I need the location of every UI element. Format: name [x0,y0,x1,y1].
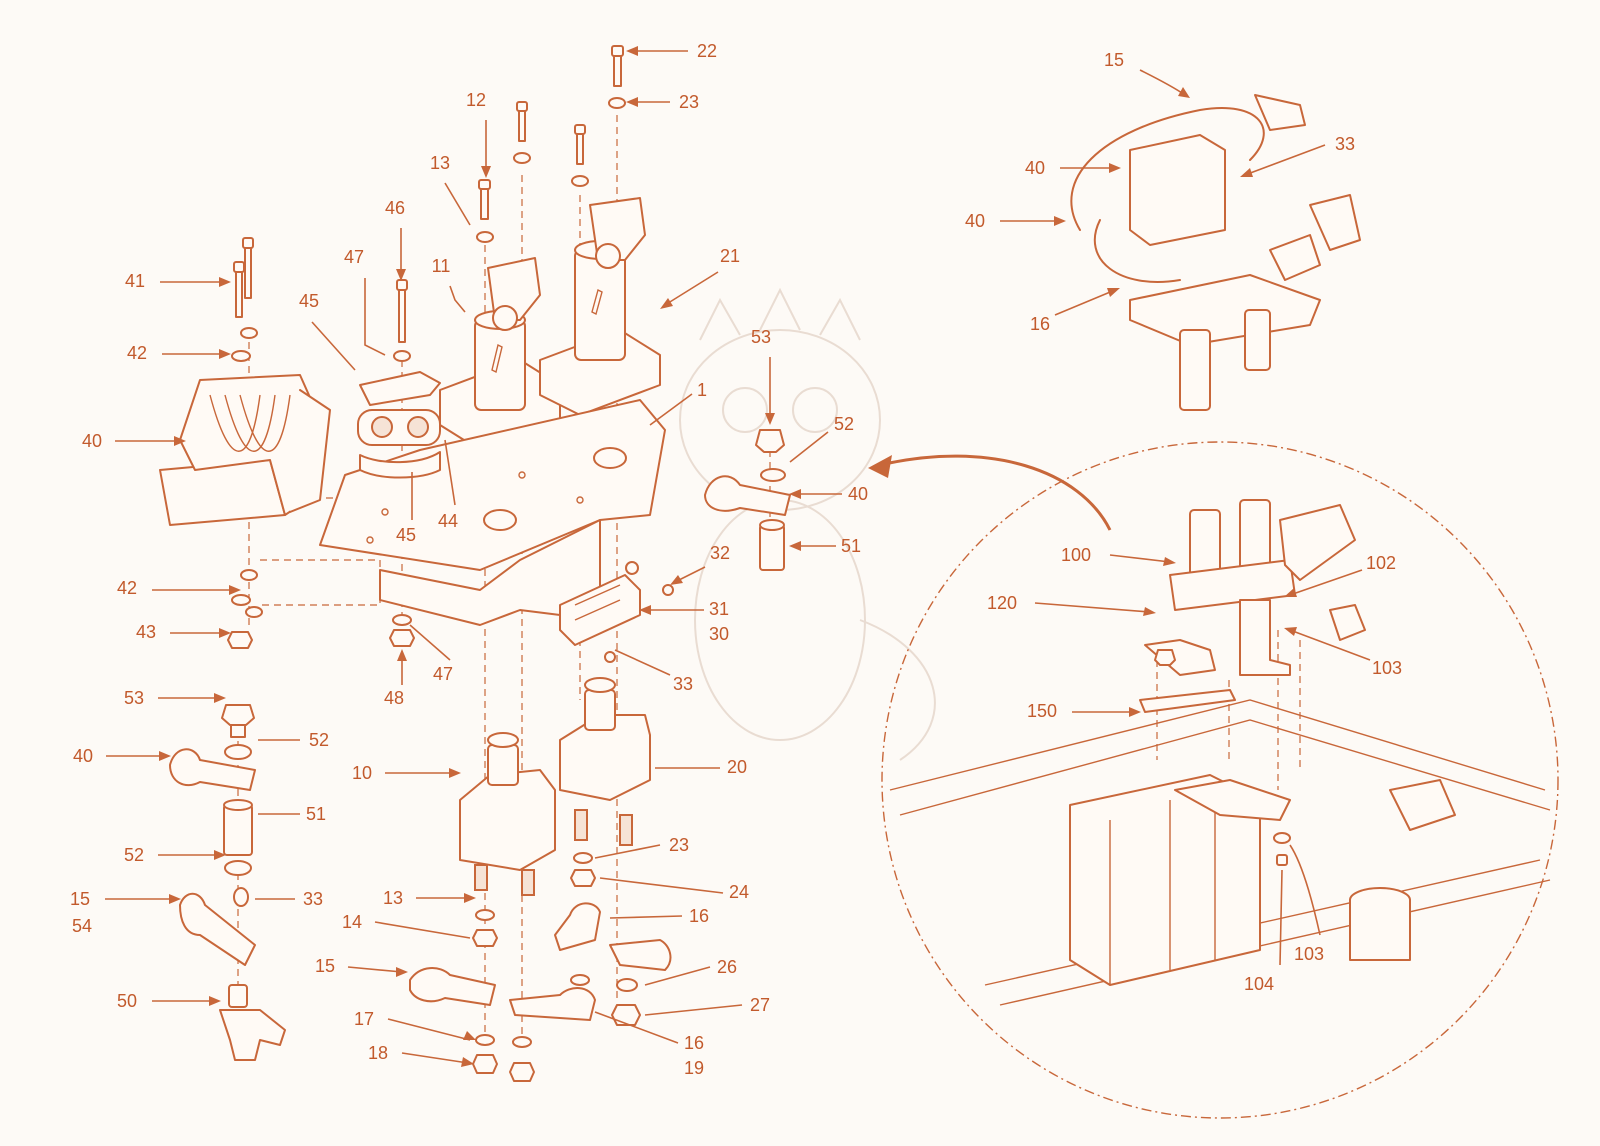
callout-label-l103b: 103 [1294,944,1324,964]
callout-label-l44: 44 [438,511,458,531]
callout-label-l40e: 40 [965,211,985,231]
terminal-right-stack [704,429,791,571]
callout-label-l45a: 45 [299,291,319,311]
callout-label-l42a: 42 [127,343,147,363]
callout-label-l21: 21 [720,246,740,266]
callout-label-l52a: 52 [834,414,854,434]
callout-label-l103a: 103 [1372,658,1402,678]
callout-label-l47a: 47 [344,247,364,267]
detail-inset-circle [881,441,1559,1119]
switch-11 [439,257,561,451]
callout-label-l30: 30 [709,624,729,644]
assembled-view-top-right [1070,94,1361,411]
callout-label-l24: 24 [729,882,749,902]
callout-label-l13b: 13 [383,888,403,908]
callout-label-l33a: 33 [673,674,693,694]
callout-label-l22: 22 [697,41,717,61]
callout-label-l40b: 40 [848,484,868,504]
callout-label-l45b: 45 [396,525,416,545]
callout-label-l26: 26 [717,957,737,977]
connector-40 [159,374,331,526]
callout-label-l10: 10 [352,763,372,783]
callout-label-l17: 17 [354,1009,374,1029]
callout-label-l23a: 23 [679,92,699,112]
battery-switch-10 [459,732,556,896]
callout-label-l40a: 40 [82,431,102,451]
callout-label-l27: 27 [750,995,770,1015]
callout-label-l46: 46 [385,198,405,218]
callout-label-l52c: 52 [124,845,144,865]
callout-label-l43: 43 [136,622,156,642]
callout-labels: 22 23 12 13 46 11 21 41 47 45 42 53 1 52 40 40 44 45 51 32 4… [70,41,1402,1078]
callout-label-l23b: 23 [669,835,689,855]
callout-label-l42b: 42 [117,578,137,598]
callout-arrow [868,454,1112,531]
callout-label-l47b: 47 [433,664,453,684]
callout-label-l32: 32 [710,543,730,563]
nuts-42-43-47-48 [227,569,415,649]
callout-label-l120: 120 [987,593,1017,613]
callout-label-l31: 31 [709,599,729,619]
battery-switch-20 [559,677,651,846]
callout-label-l54: 54 [72,916,92,936]
callout-label-l40c: 40 [73,746,93,766]
callout-label-l150: 150 [1027,701,1057,721]
callout-label-l18: 18 [368,1043,388,1063]
mounting-bracket-1 [319,399,666,626]
callout-label-l33b: 33 [303,889,323,909]
callout-label-l16c: 16 [1030,314,1050,334]
callout-label-l20: 20 [727,757,747,777]
callout-label-l1: 1 [697,380,707,400]
callout-label-l102: 102 [1366,553,1396,573]
callout-label-l40d: 40 [1025,158,1045,178]
callout-label-l104: 104 [1244,974,1274,994]
cable-clamp-44-45 [357,371,441,479]
callout-label-l12: 12 [466,90,486,110]
callout-label-l19: 19 [684,1058,704,1078]
watermark-mascot [679,287,936,761]
callout-label-l41: 41 [125,271,145,291]
callout-label-l52b: 52 [309,730,329,750]
callout-label-l16a: 16 [689,906,709,926]
callout-label-l53b: 53 [124,688,144,708]
relay-30-31 [559,561,674,663]
switch-21 [539,197,661,416]
callout-label-l51a: 51 [841,536,861,556]
callout-label-l11: 11 [432,256,451,276]
terminal-hardware-lower [409,852,672,1082]
callout-label-l33c: 33 [1335,134,1355,154]
callout-label-l100: 100 [1061,545,1091,565]
callout-label-l50: 50 [117,991,137,1011]
callout-label-l13a: 13 [430,153,450,173]
cable-stack-left [169,704,286,1061]
callout-label-l16b: 16 [684,1033,704,1053]
callout-label-l15a: 15 [70,889,90,909]
callout-label-l51b: 51 [306,804,326,824]
callout-label-l48: 48 [384,688,404,708]
callout-label-l15c: 15 [1104,50,1124,70]
callout-label-l53a: 53 [751,327,771,347]
callout-label-l14: 14 [342,912,362,932]
leader-lines [105,46,1371,1067]
callout-label-l15b: 15 [315,956,335,976]
fasteners-top [231,45,626,362]
